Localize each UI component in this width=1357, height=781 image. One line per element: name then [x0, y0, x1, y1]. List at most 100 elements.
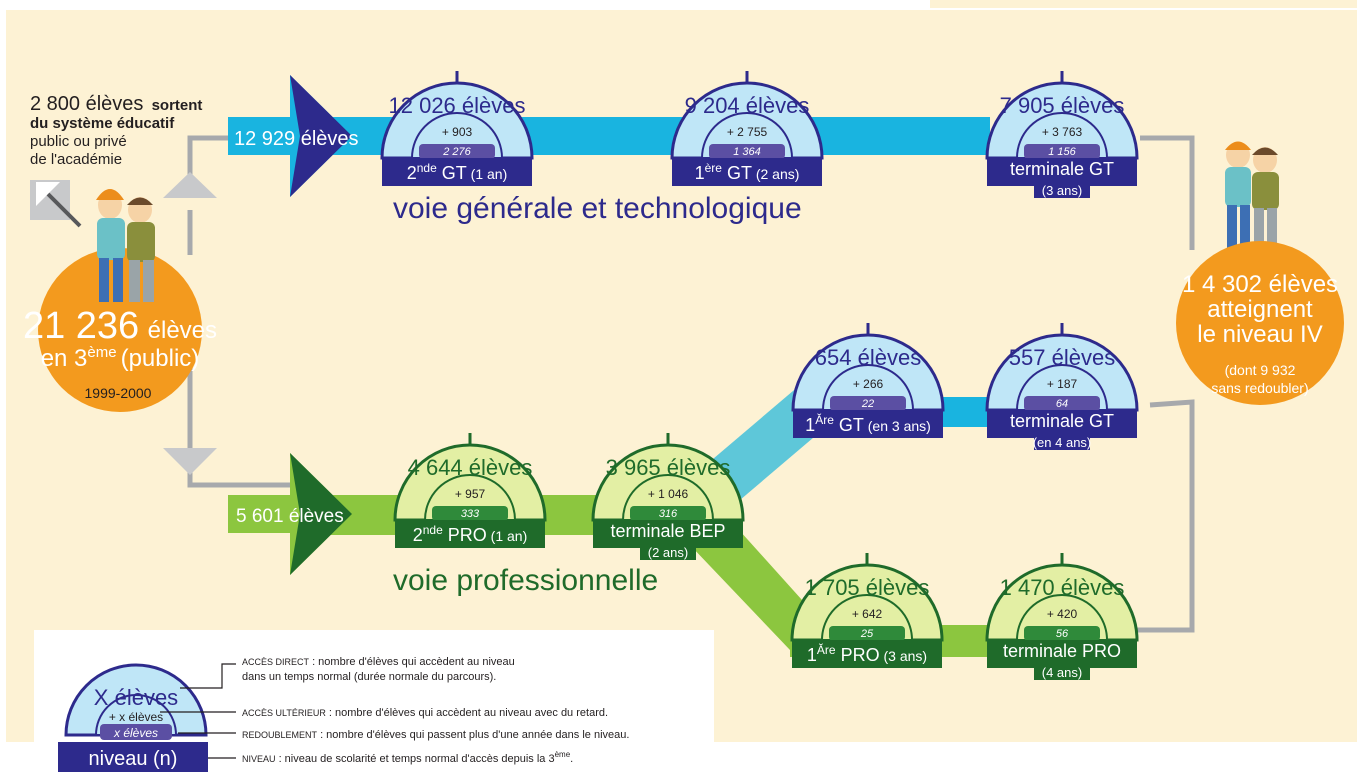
node-level-tail: GT	[834, 415, 864, 435]
pro-track-label: voie professionnelle	[393, 564, 658, 597]
node-repeat-box	[1024, 626, 1100, 641]
exit-count: 2 800 élèves	[30, 93, 143, 115]
node-level-note: (1 an)	[467, 166, 507, 182]
node-repeat-box	[1024, 144, 1100, 159]
legend-direct-key: ACCÈS DIRECT	[242, 657, 310, 667]
node-repeat: 2 276	[442, 146, 471, 158]
legend-later: + x élèves	[109, 710, 163, 724]
legend-repeat-box	[100, 724, 172, 740]
node-repeat-box	[630, 506, 706, 521]
end-line2: atteignent	[1207, 296, 1313, 323]
legend-repeat: x élèves	[113, 726, 158, 740]
node-repeat: 64	[1056, 398, 1068, 410]
legend-repeat-key: REDOUBLEMENT	[242, 730, 318, 740]
node-level-main: 2	[413, 525, 423, 545]
node-level: 1Ăre GT (en 3 ans)	[805, 412, 931, 435]
exit-arrow-shaft	[42, 188, 82, 228]
legend-leader-lines	[160, 663, 236, 759]
node-count: 3 965 élèves	[606, 455, 731, 480]
legend-level-end: .	[570, 753, 573, 765]
exit-line3: public ou privé	[30, 133, 127, 150]
start-grade-line: en 3ème (public)	[41, 344, 200, 372]
node-repeat: 1 156	[1048, 146, 1076, 158]
node-repeat-box	[432, 506, 508, 521]
node-level-sup: nde	[423, 523, 443, 537]
node-level: terminale GT	[1010, 159, 1114, 179]
node-level-box	[792, 640, 942, 668]
legend-direct: ACCÈS DIRECT : nombre d'élèves qui accèd…	[242, 656, 515, 668]
pro-arrow-tip	[290, 453, 352, 575]
start-grade-suffix: (public)	[121, 345, 200, 372]
node-later-access: + 903	[442, 125, 473, 139]
node-repeat: 1 364	[733, 146, 761, 158]
node-level-tail: PRO	[836, 645, 880, 665]
students-icon	[96, 189, 155, 302]
exit-note: 2 800 élèves sortent	[30, 93, 202, 115]
node-level-box	[987, 158, 1137, 186]
level-node: 9 204 élèves + 2 755 1 364 1ère GT (2 ans)	[670, 71, 824, 186]
exit-arrow-head	[36, 182, 60, 206]
start-circle	[38, 248, 202, 412]
start-grade-prefix: en 3	[41, 345, 88, 372]
legend-repeat-desc: REDOUBLEMENT : nombre d'élèves qui passe…	[242, 729, 629, 741]
node-level-main: 1	[695, 163, 705, 183]
legend-level-box	[58, 742, 208, 772]
node-level-sub-box	[1034, 666, 1090, 680]
exit-bold: sortent	[152, 97, 203, 114]
node-later-access: + 642	[852, 607, 883, 621]
node-count: 1 470 élèves	[1000, 575, 1125, 600]
node-repeat: 56	[1056, 628, 1069, 640]
end-students-icon	[1225, 141, 1279, 252]
node-level-note: (2 ans)	[752, 166, 799, 182]
pro-arrow-count: 5 601 élèves	[236, 506, 344, 527]
node-level: 1ère GT (2 ans)	[695, 161, 800, 183]
node-count: 654 élèves	[815, 345, 921, 370]
connector-triangles	[163, 172, 217, 475]
start-count-unit: élèves	[148, 317, 217, 344]
node-level-sub-box	[1034, 184, 1090, 198]
node-level-sup: Ăre	[815, 412, 834, 427]
node-level: 1Ăre PRO (3 ans)	[807, 642, 927, 665]
legend-level-text: : niveau de scolarité et temps normal d'…	[276, 753, 555, 765]
node-later-access: + 3 763	[1042, 125, 1083, 139]
node-later-access: + 2 755	[727, 125, 768, 139]
node-level-box	[382, 158, 532, 186]
node-repeat: 25	[860, 628, 874, 640]
start-grade-sup: ème	[87, 344, 116, 361]
node-level-main: 1	[807, 645, 817, 665]
node-level-box	[395, 520, 545, 548]
node-level-sub: (en 4 ans)	[1033, 435, 1092, 450]
node-later-access: + 957	[455, 487, 486, 501]
legend-repeat-text: : nombre d'élèves qui passent plus d'une…	[317, 729, 629, 741]
node-level-box	[987, 410, 1137, 438]
legend-count: X élèves	[94, 685, 178, 710]
node-repeat-box	[709, 144, 785, 159]
legend-later-key: ACCÈS ULTÉRIEUR	[242, 708, 326, 718]
node-repeat-box	[1024, 396, 1100, 411]
node-level-sub-box	[1034, 436, 1090, 450]
node-level: terminale BEP	[610, 521, 725, 541]
node-level-main: 1	[805, 415, 815, 435]
node-level-main: 2	[407, 163, 417, 183]
exit-line4: de l'académie	[30, 151, 122, 168]
node-level-sub: (4 ans)	[1042, 665, 1082, 680]
node-repeat: 22	[861, 398, 874, 410]
legend: X élèves + x élèves x élèves niveau (n) …	[34, 630, 714, 776]
start-count: 21 236	[23, 305, 139, 347]
node-later-access: + 187	[1047, 377, 1078, 391]
node-count: 9 204 élèves	[685, 93, 810, 118]
top-right-tab	[930, 0, 1357, 8]
end-line4: (dont 9 932	[1225, 362, 1296, 378]
node-level-box	[793, 410, 943, 438]
exit-line2: du système éducatif	[30, 115, 175, 132]
legend-level-sup: ème	[555, 750, 571, 759]
node-level-box	[987, 640, 1137, 668]
